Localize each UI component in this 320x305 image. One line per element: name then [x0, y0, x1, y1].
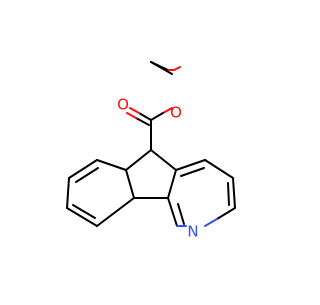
bond-c3-c2 [232, 177, 236, 209]
bond-c4-c3 [204, 159, 234, 179]
bond-c5-c4a [96, 197, 135, 227]
bond-ester-oxygen-carbonyl-red [162, 107, 173, 114]
bond-c2-n-red [204, 218, 218, 227]
bond-carbonyl-double-a [138, 112, 152, 121]
bond-c9-c9a [150, 149, 177, 171]
bond-c6-c5-inner [72, 204, 96, 219]
bond-carbonyl-double-b [135, 117, 150, 126]
bond-ester-oxygen-carbonyl [150, 112, 164, 121]
ring-nitrogen-label: N [187, 223, 198, 241]
carbonyl-oxygen-label: O [117, 96, 129, 114]
bond-methyl-oxygen-main [150, 61, 173, 75]
bond-c9a-c4 [175, 159, 206, 171]
bond-c8a-c8 [96, 159, 127, 171]
bond-c9a-c4-inner [180, 167, 205, 177]
bond-carbonyl-double-b-red [126, 112, 137, 119]
bond-c7-c6 [66, 177, 70, 209]
bond-c9a-c4b [167, 169, 177, 199]
bond-c8a-c4a [125, 169, 135, 199]
bond-n-c4b-inner [177, 203, 185, 225]
bond-n-c4b [167, 197, 178, 227]
bond-c2-n-a [216, 207, 236, 220]
bond-carbonyl-double-a-red [129, 107, 140, 114]
bonds [66, 61, 236, 227]
bond-c6-c5 [66, 207, 98, 227]
structure-canvas: O O N [66, 61, 236, 241]
bond-c9-c8a [125, 149, 152, 171]
ester-oxygen-label: O [170, 104, 182, 122]
bond-c3-c2-inner [227, 182, 230, 206]
bond-c8-c7 [68, 159, 98, 179]
molecule-drawing: O O N [66, 61, 236, 241]
bond-methyl-ester-oxygen-red [173, 66, 181, 71]
bond-c8-c7-inner [75, 167, 99, 183]
